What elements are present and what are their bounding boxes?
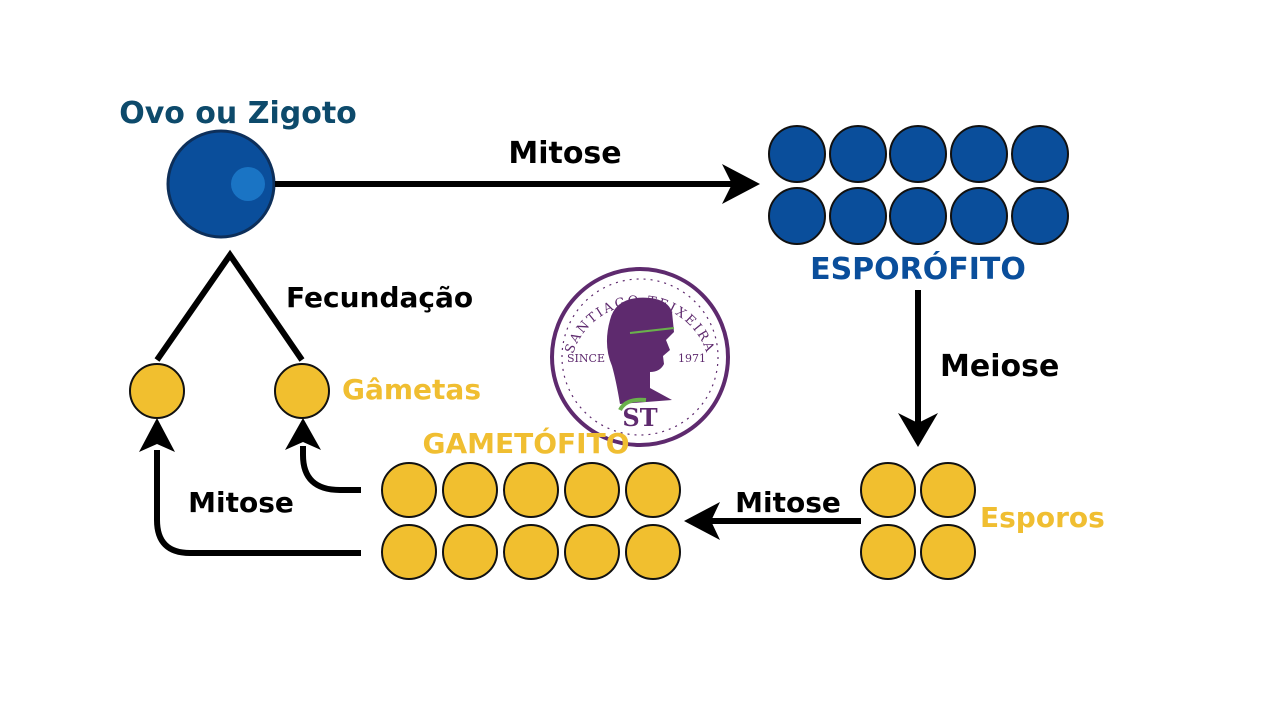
- logo-initials: ST: [622, 403, 657, 432]
- sporophyte-cell: [1011, 125, 1069, 183]
- gamete-cell: [129, 363, 185, 419]
- gametophyte-cell: [503, 524, 559, 580]
- gametophyte-cells: [381, 462, 681, 580]
- spore-cell: [860, 524, 916, 580]
- sporophyte-cell: [889, 125, 947, 183]
- mitosis-top-label: Mitose: [508, 136, 621, 171]
- mitosis-left-label: Mitose: [188, 486, 294, 519]
- mitosis-bottom-arrow: [684, 502, 861, 540]
- gamete-cells: [129, 363, 330, 419]
- gamete-cell: [274, 363, 330, 419]
- spore-cell: [920, 462, 976, 518]
- gametophyte-cell: [564, 524, 620, 580]
- profile-silhouette-icon: [606, 297, 674, 404]
- gametophyte-cell: [381, 524, 437, 580]
- sporophyte-cells: [768, 125, 1069, 245]
- gametophyte-cell: [564, 462, 620, 518]
- spore-cell: [860, 462, 916, 518]
- sporophyte-cell: [950, 187, 1008, 245]
- sporophyte-cell: [950, 125, 1008, 183]
- sporophyte-cell: [829, 125, 887, 183]
- gametophyte-cell: [625, 462, 681, 518]
- gametophyte-cell: [442, 524, 498, 580]
- sporophyte-cell: [889, 187, 947, 245]
- mitosis-left-arrows: [139, 418, 361, 556]
- sporophyte-cell: [1011, 187, 1069, 245]
- zygote-cell: [166, 129, 276, 239]
- gametophyte-cell: [625, 524, 681, 580]
- spore-cells: [860, 462, 976, 580]
- spores-label: Esporos: [980, 501, 1105, 534]
- gametophyte-cell: [503, 462, 559, 518]
- zygote-label: Ovo ou Zigoto: [119, 96, 357, 131]
- sporophyte-cell: [768, 187, 826, 245]
- gametophyte-cell: [442, 462, 498, 518]
- sporophyte-cell: [768, 125, 826, 183]
- gametes-label: Gâmetas: [342, 373, 481, 406]
- logo-since-text: SINCE: [567, 352, 605, 365]
- gametophyte-cell: [381, 462, 437, 518]
- logo-year-text: 1971: [678, 352, 706, 365]
- sporophyte-cell: [829, 187, 887, 245]
- fertilization-lines: [154, 249, 305, 362]
- mitosis-bottom-label: Mitose: [735, 486, 841, 519]
- santiago-teixeira-logo: SANTIAGO TEIXEIRA SINCE 1971 ST: [550, 267, 730, 447]
- sporophyte-label: ESPORÓFITO: [810, 250, 1026, 287]
- mitosis-top-arrow: [275, 164, 760, 204]
- spore-cell: [920, 524, 976, 580]
- meiosis-arrow: [898, 290, 938, 447]
- meiosis-label: Meiose: [940, 349, 1059, 384]
- gametophyte-label: GAMETÓFITO: [423, 426, 630, 460]
- fertilization-label: Fecundação: [286, 281, 473, 314]
